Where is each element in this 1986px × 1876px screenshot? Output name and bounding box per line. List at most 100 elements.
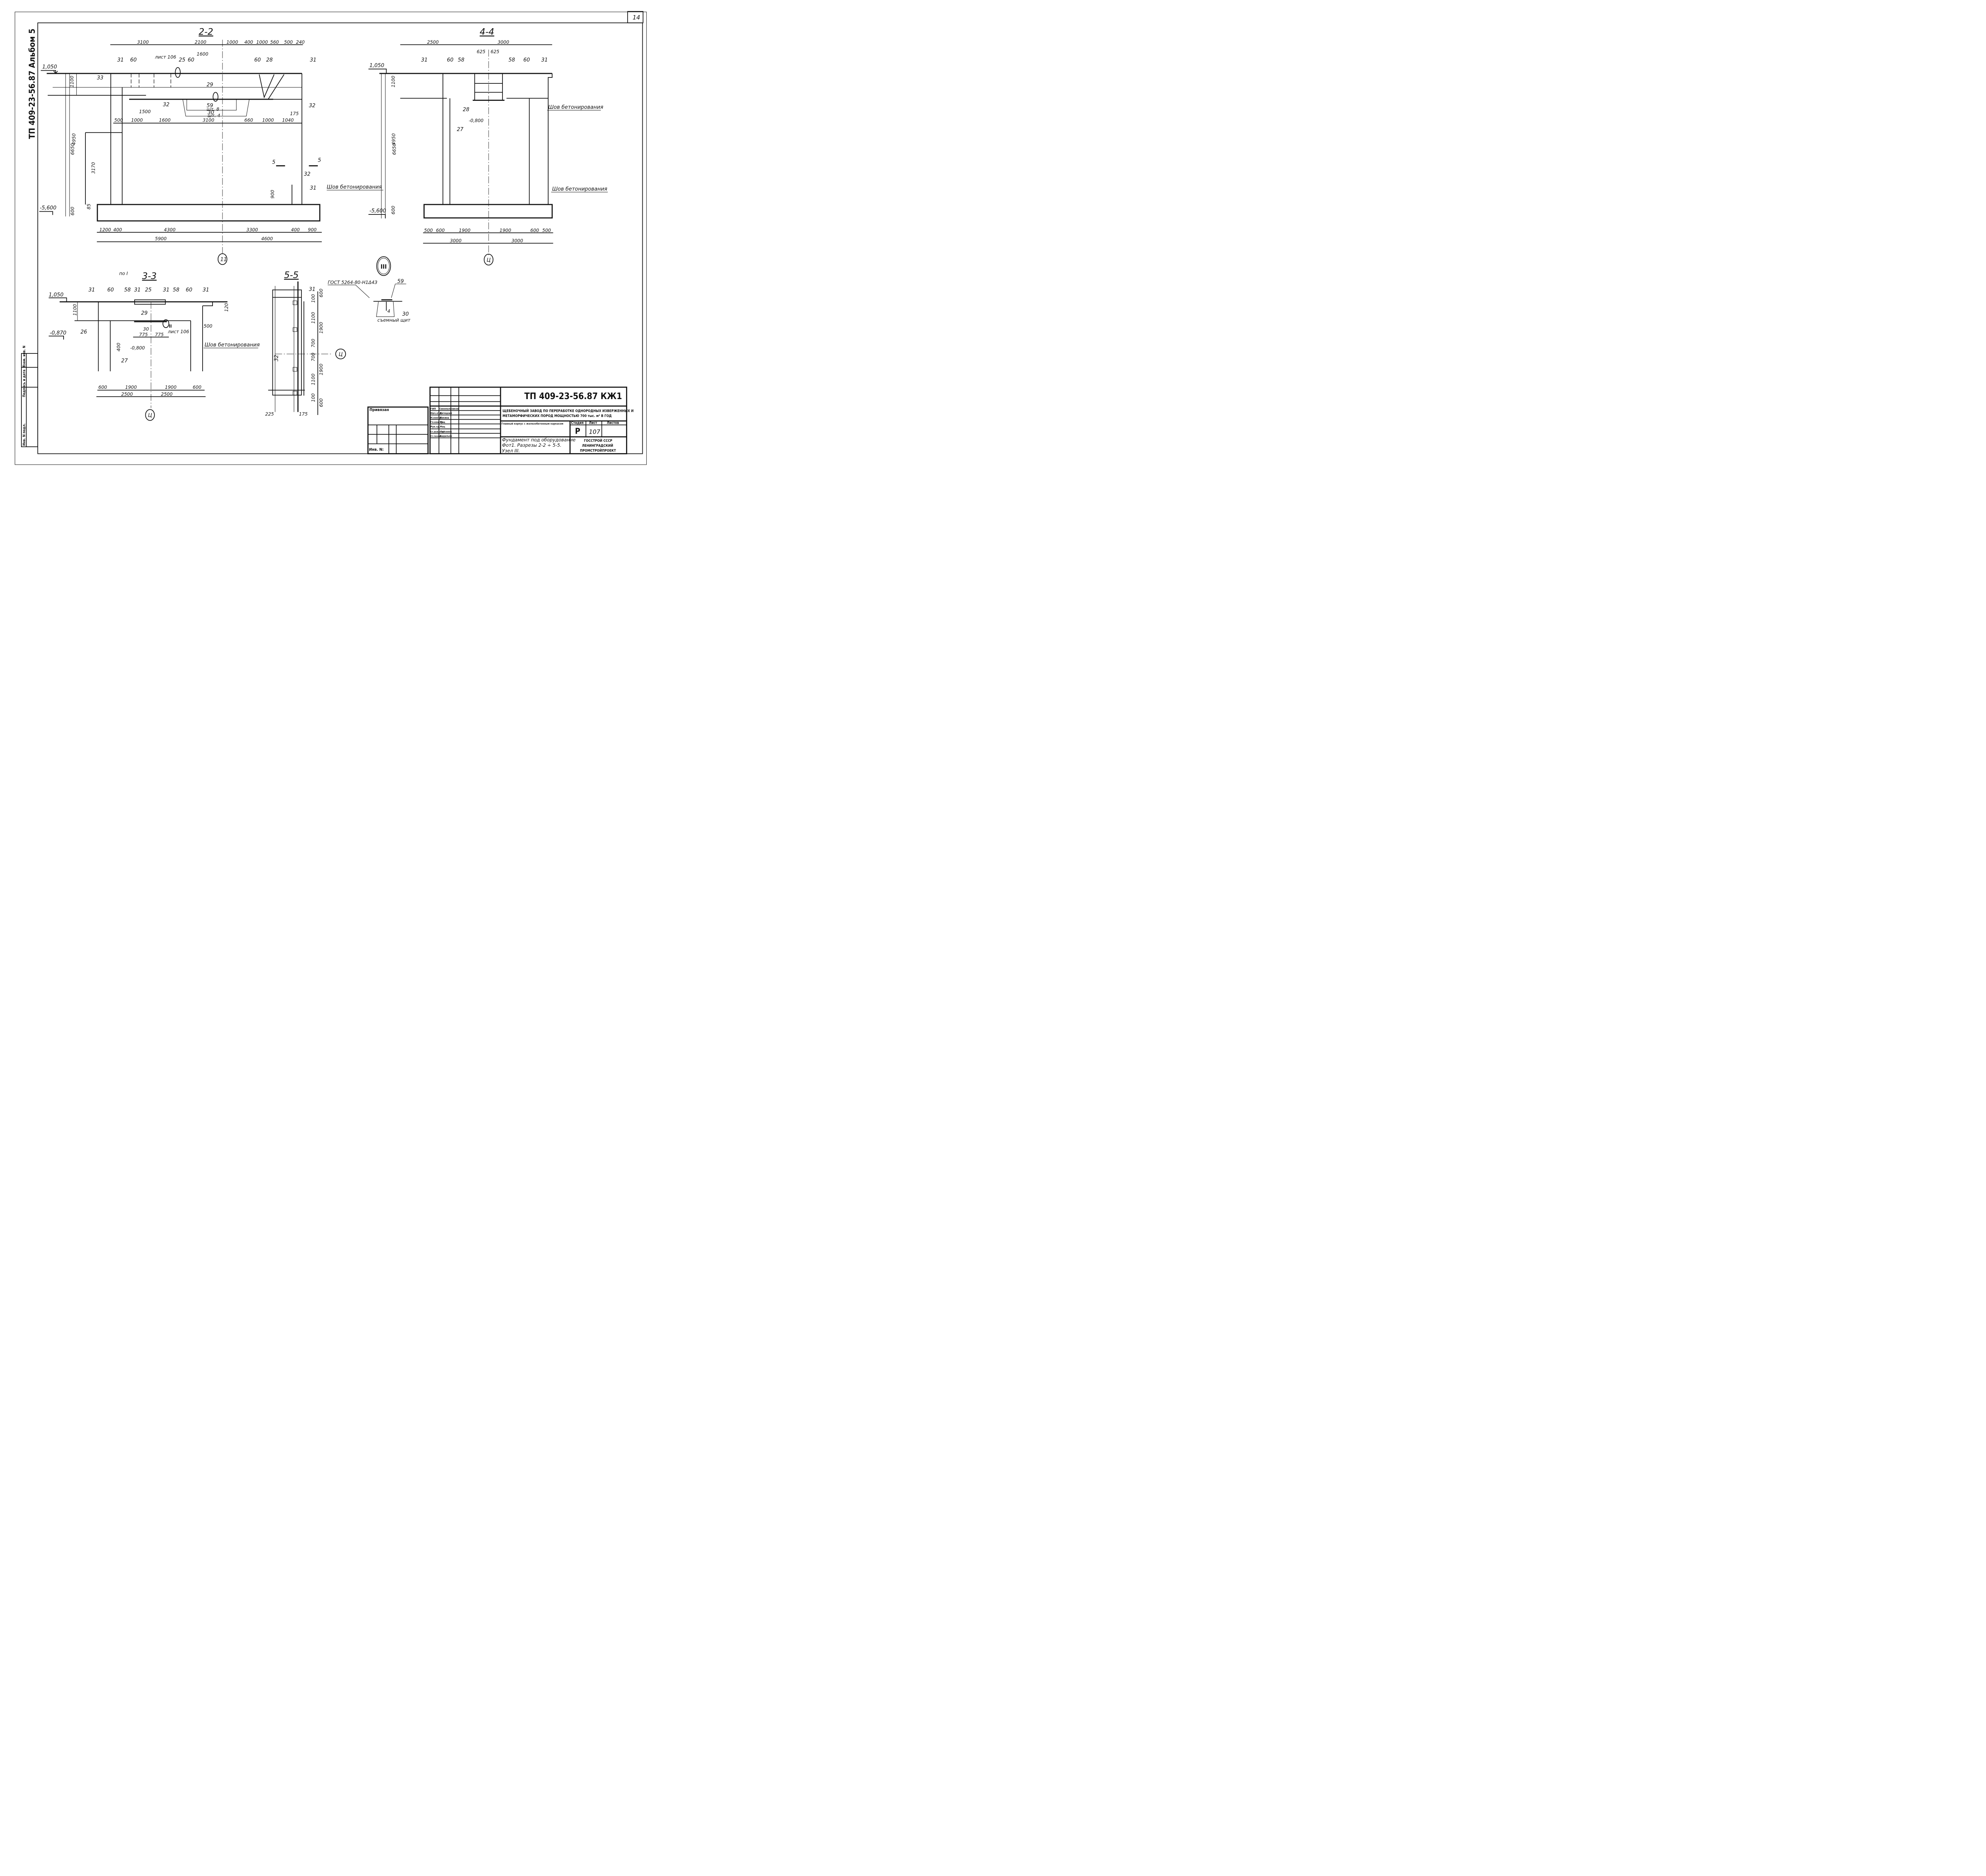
project-line-1: ЩЕБЕНОЧНЫЙ ЗАВОД ПО ПЕРЕРАБОТКЕ ОДНОРОДН… bbox=[502, 409, 634, 413]
dim-5-5-100b: 100 bbox=[311, 394, 316, 402]
dim-3-3-b1900a: 1900 bbox=[125, 384, 137, 390]
staff-name-2: Пекина bbox=[440, 417, 449, 419]
dim-b-4600: 4600 bbox=[261, 236, 273, 241]
dim-v-600: 600 bbox=[70, 207, 75, 216]
callout-3-3-25: 25 bbox=[145, 287, 152, 293]
section-2-2: 2-2 1,050 -5,600 bbox=[39, 27, 384, 265]
section-4-4: 4-4 1,050 -5,600 1100 6650 4950 600 2500… bbox=[368, 27, 608, 266]
callout-5-5-31: 31 bbox=[309, 287, 316, 293]
staff-name-0: Синопальников bbox=[439, 407, 459, 410]
joint-label-2-2: Шов бетонирования bbox=[327, 184, 382, 190]
staff-role-0: ГИП bbox=[431, 407, 436, 410]
dim-1500: 1500 bbox=[139, 109, 151, 114]
dim-5-5-175: 175 bbox=[299, 411, 308, 417]
callout-3-3-31c: 31 bbox=[163, 287, 170, 293]
dim-5-5-1100a: 1100 bbox=[311, 312, 316, 324]
dim-top-240: 240 bbox=[296, 39, 305, 45]
dim-4-4-b1900b: 1900 bbox=[500, 228, 511, 233]
callout-4-4-58b: 58 bbox=[508, 57, 515, 63]
staff-name-1: Пятецкий bbox=[440, 412, 452, 415]
node-III-callout-30: 30 bbox=[402, 311, 409, 317]
section-3-3-title: 3-3 bbox=[142, 271, 157, 282]
callout-3-3-27: 27 bbox=[121, 358, 128, 364]
dim-3-3-b2500a: 2500 bbox=[121, 391, 133, 397]
section-5-5: 5-5 31 32 600 100 1100 1900 700 700 1900… bbox=[265, 270, 346, 417]
dim-4-4-b500a: 500 bbox=[424, 228, 433, 233]
dim-b-5900: 5900 bbox=[155, 236, 166, 241]
callout-29: 29 bbox=[207, 82, 213, 88]
section-2-2-title: 2-2 bbox=[199, 27, 213, 37]
org-1: ГОССТРОЙ СССР bbox=[584, 438, 612, 443]
outer-frame bbox=[15, 12, 647, 465]
callout-3-3-60b: 60 bbox=[186, 287, 193, 293]
org-3: ПРОМСТРОЙПРОЕКТ bbox=[580, 448, 616, 453]
inv-label: Инв. N: bbox=[369, 448, 384, 452]
staff-name-6: Бадальян bbox=[440, 435, 452, 438]
callout-31-right: 31 bbox=[310, 57, 317, 63]
dim-3-3-500: 500 bbox=[204, 323, 213, 329]
drawing-sheet: 14 ТП 409-23-56.87 Альбом 5 Инв. N подл.… bbox=[15, 11, 647, 465]
staff-name-4: Мац bbox=[440, 425, 445, 428]
node-III-marker: III bbox=[376, 256, 391, 276]
dim-4-4-6650: 6650 bbox=[391, 143, 397, 155]
section-5-5-title: 5-5 bbox=[284, 270, 299, 280]
dim-5-5-100a: 100 bbox=[311, 294, 316, 303]
dim-mid-500: 500 bbox=[114, 117, 123, 123]
dim-5-5-600b: 600 bbox=[319, 398, 324, 407]
elevation-top-4-4: 1,050 bbox=[369, 63, 384, 69]
dim-v-1100: 1100 bbox=[69, 76, 75, 87]
dim-3-3-b600a: 600 bbox=[99, 384, 107, 390]
strip-label-replace: Взам. инв. N bbox=[23, 345, 27, 367]
callout-32-mid: 32 bbox=[163, 102, 170, 108]
dim-mid-660: 660 bbox=[244, 117, 253, 123]
callout-60-right: 60 bbox=[254, 57, 261, 63]
callout-32-low: 32 bbox=[304, 172, 311, 178]
axis-label-c-4-4: Ц bbox=[487, 257, 491, 263]
dim-v-175: 175 bbox=[290, 111, 299, 116]
callout-4-4-60a: 60 bbox=[447, 57, 454, 63]
axis-label-c-5-5: Ц bbox=[339, 351, 343, 357]
node-ref-3-3: по I bbox=[119, 271, 128, 276]
dim-4-4-3000: 3000 bbox=[498, 39, 509, 45]
dim-3-3-1100: 1100 bbox=[72, 304, 78, 316]
elevation-top-2-2: 1,050 bbox=[42, 64, 57, 70]
dim-3-3-b600b: 600 bbox=[193, 384, 201, 390]
dim-b-3300: 3300 bbox=[246, 227, 258, 233]
axis-bubble-11 bbox=[218, 253, 228, 265]
dim-5-5-1900b: 1900 bbox=[319, 364, 324, 375]
callout-60-mid: 60 bbox=[188, 57, 195, 63]
dim-3-3-b1900b: 1900 bbox=[165, 384, 176, 390]
dim-top-1000b: 1000 bbox=[256, 39, 268, 45]
elevation-bottom-4-4: -5,600 bbox=[369, 208, 386, 214]
callout-33: 33 bbox=[97, 75, 104, 81]
dim-v-6650: 6650 bbox=[70, 143, 75, 155]
dim-3-3-775a: 775 bbox=[139, 332, 148, 337]
axis-bubble-c-3-3 bbox=[145, 409, 155, 421]
dim-top-2100: 2100 bbox=[195, 39, 206, 45]
dim-v-900: 900 bbox=[270, 190, 275, 199]
callout-31-left: 31 bbox=[117, 57, 124, 63]
callout-3-3-30: 30 bbox=[143, 326, 149, 332]
bound-label: Привязан bbox=[369, 408, 389, 412]
section-3-3: 3-3 1,050 1100 120 400 -0,870 -0,800 по … bbox=[48, 271, 260, 421]
sheet-ref-3-3: лист 106 bbox=[168, 329, 189, 334]
node-circle-II bbox=[162, 319, 169, 328]
callout-3-3-29: 29 bbox=[141, 311, 148, 317]
dim-4-4-600: 600 bbox=[390, 206, 396, 214]
elevation-top-3-3: 1,050 bbox=[49, 292, 64, 298]
stage-header: Стадия bbox=[571, 421, 584, 425]
staff-rows: ГИП Синопальников Нач.отд. Пятецкий Н.ко… bbox=[430, 407, 501, 438]
pcs-4: шт. 4 bbox=[208, 113, 220, 118]
sheet-title-2: Фот1. Разрезы 2-2 ÷ 5-5. bbox=[502, 442, 562, 448]
callout-30: 30 bbox=[208, 110, 214, 116]
dim-b-900: 900 bbox=[308, 227, 317, 233]
staff-role-1: Нач.отд. bbox=[431, 412, 442, 415]
dim-v-3170: 3170 bbox=[91, 162, 96, 174]
dim-1600: 1600 bbox=[197, 51, 208, 57]
elevation-mid-4-4: -0,800 bbox=[469, 118, 483, 124]
callout-25: 25 bbox=[179, 57, 185, 63]
elevation-bottom-2-2: -5,600 bbox=[40, 205, 56, 211]
node-III-caption: съемный щит bbox=[377, 317, 410, 323]
dashed-anchors bbox=[131, 73, 171, 87]
callout-28: 28 bbox=[266, 57, 273, 63]
